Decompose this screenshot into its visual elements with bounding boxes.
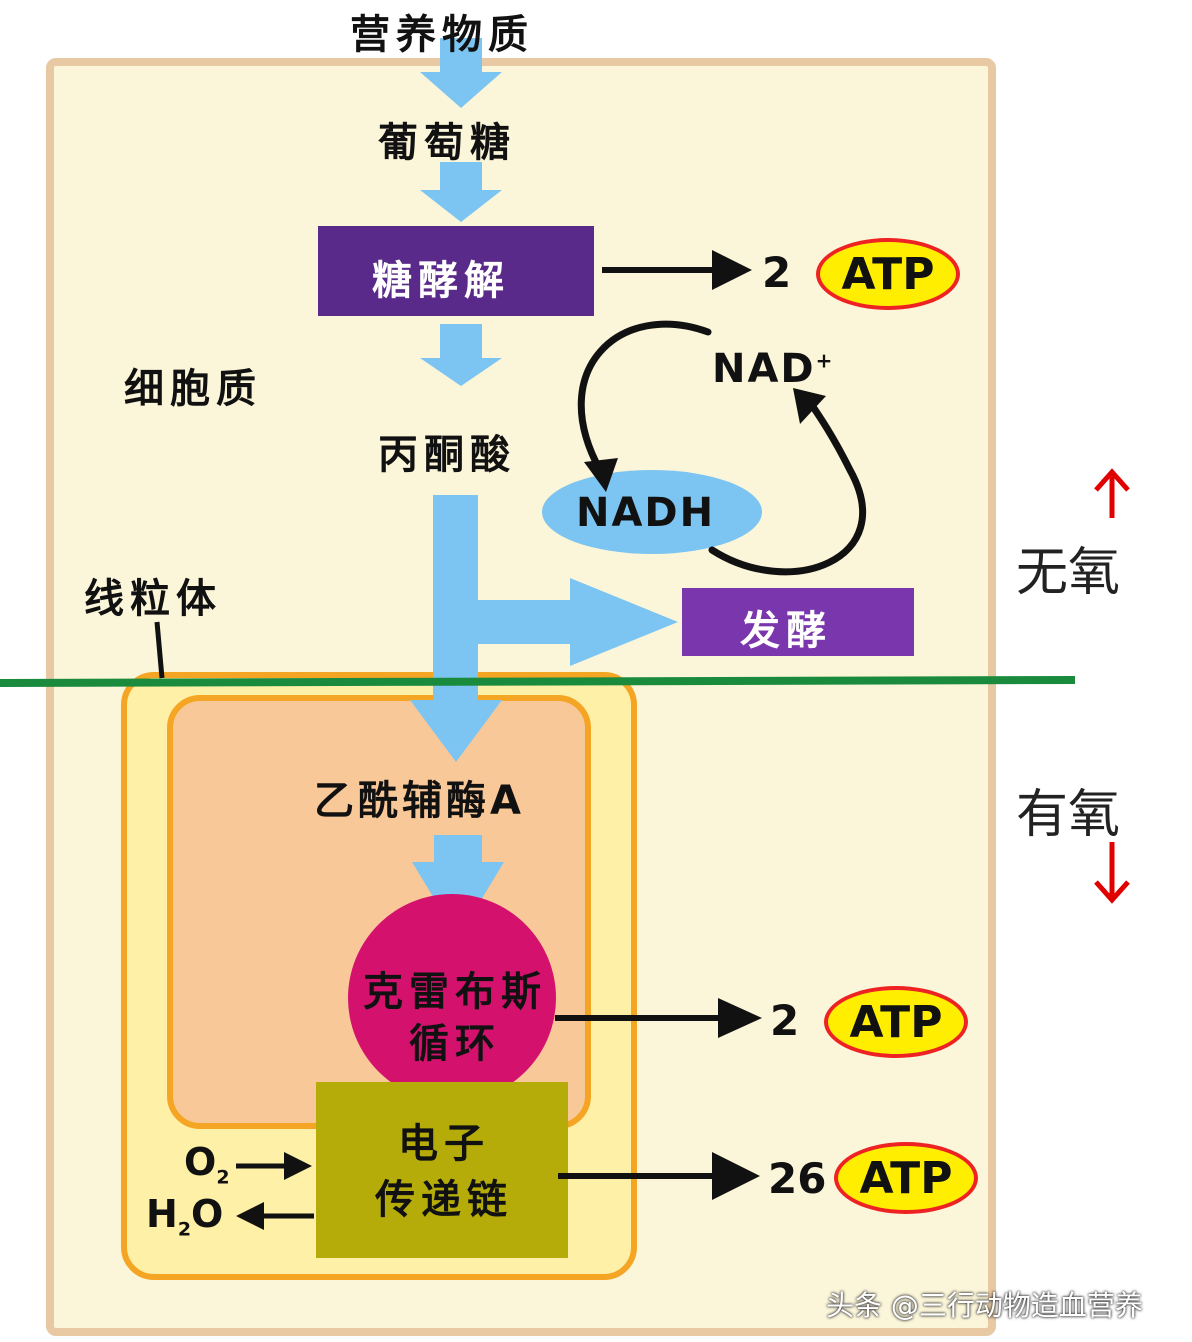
label-glucose: 葡萄糖 <box>378 120 516 166</box>
atp-badge-etc: ATP <box>834 1142 978 1214</box>
arrow-glycolysis-to-pyruvate <box>420 324 502 386</box>
label-o2: O2 <box>184 1140 230 1189</box>
arrow-nutrients-to-glucose <box>420 38 502 108</box>
arrowhead-etc-atp <box>712 1152 760 1200</box>
atp-badge-glycolysis: ATP <box>816 238 960 310</box>
label-electron-transport-chain: 电子 传递链 <box>326 1116 562 1228</box>
label-nadh: NADH <box>576 490 716 536</box>
h2o-h: H <box>146 1192 178 1236</box>
aerobic-divider-line <box>0 676 1076 687</box>
label-krebs-cycle: 克雷布斯 循环 <box>348 966 562 1070</box>
o2-sub: 2 <box>216 1166 230 1189</box>
label-etc-line2: 传递链 <box>375 1177 513 1223</box>
label-etc-line1: 电子 <box>398 1121 490 1167</box>
label-mitochondria: 线粒体 <box>84 576 222 622</box>
arrow-pyruvate-to-fermentation <box>478 578 678 666</box>
fermentation-box <box>682 588 914 656</box>
label-acetyl-coa: 乙酰辅酶A <box>314 778 525 824</box>
watermark-text: 头条 @三行动物造血营养 <box>826 1289 1143 1322</box>
arrow-pyruvate-to-acetylcoa <box>410 495 502 762</box>
label-glycolysis: 糖酵解 <box>372 258 510 304</box>
label-aerobic: 有氧 <box>1016 785 1121 845</box>
nad-plus-sup: + <box>815 348 835 373</box>
mitochondria-pointer <box>154 621 165 679</box>
atp-count-etc: 26 <box>768 1154 827 1203</box>
o2-o: O <box>184 1140 217 1184</box>
h2o-sub: 2 <box>177 1218 192 1241</box>
glycolysis-box <box>318 226 594 316</box>
label-anaerobic: 无氧 <box>1016 543 1121 603</box>
label-fermentation: 发酵 <box>740 608 832 654</box>
h2o-o: O <box>191 1192 224 1236</box>
nad-cycle-arrow-left <box>577 320 712 474</box>
label-pyruvate: 丙酮酸 <box>378 432 516 478</box>
nadh-ellipse <box>542 470 762 554</box>
label-h2o: H2O <box>146 1192 223 1241</box>
anaerobic-up-arrow-head <box>1094 468 1130 492</box>
arrowhead-glycolysis-atp <box>712 250 752 290</box>
arrow-acetylcoa-to-krebs <box>412 835 504 938</box>
nad-cycle-arrow-right <box>708 391 867 576</box>
label-krebs-line2: 循环 <box>409 1021 501 1067</box>
nad-cycle-arrowhead-right <box>793 388 826 424</box>
aerobic-down-arrow-head <box>1094 880 1130 904</box>
atp-count-glycolysis: 2 <box>762 248 792 297</box>
arrow-glucose-to-glycolysis <box>420 162 502 222</box>
atp-count-krebs: 2 <box>770 996 800 1045</box>
krebs-cycle-circle <box>348 894 556 1102</box>
atp-badge-krebs: ATP <box>824 986 968 1058</box>
etc-box <box>316 1082 568 1258</box>
arrowhead-o2-in <box>284 1152 312 1180</box>
label-cytoplasm: 细胞质 <box>124 366 262 412</box>
label-krebs-line1: 克雷布斯 <box>363 969 547 1015</box>
arrowhead-krebs-atp <box>718 998 762 1038</box>
arrowhead-h2o-out <box>236 1202 264 1230</box>
nad-text: NAD <box>712 346 816 392</box>
label-nad-plus: NAD+ <box>712 346 834 392</box>
nad-cycle-arrowhead-left <box>584 458 618 492</box>
label-nutrients: 营养物质 <box>350 12 534 58</box>
